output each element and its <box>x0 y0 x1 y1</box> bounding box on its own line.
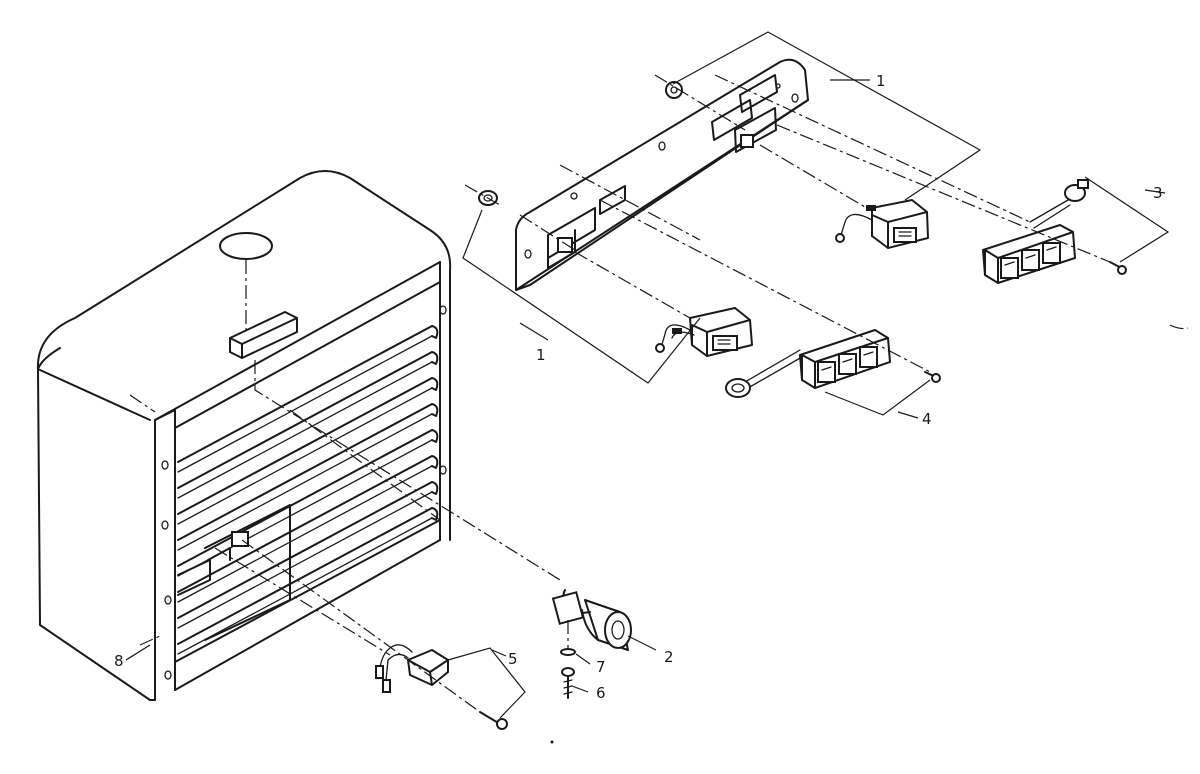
fin-lower-edge <box>177 387 433 525</box>
fin-bend <box>431 429 439 443</box>
fin-bend <box>431 325 439 339</box>
callout-1-lower: 1 <box>536 346 546 364</box>
callout-6: 6 <box>596 684 606 702</box>
fin-lower-edge <box>177 491 433 629</box>
screw-6 <box>561 667 575 699</box>
fin-bend <box>431 351 439 365</box>
callout-7: 7 <box>596 658 606 676</box>
fin-edge <box>177 429 433 567</box>
callout-brackets <box>125 31 1170 719</box>
callout-labels: 1 1 2 3 4 5 6 7 8 <box>114 72 1163 702</box>
panel-nut-right <box>665 81 683 99</box>
callout-2: 2 <box>664 648 674 666</box>
callout-1-upper: 1 <box>876 72 886 90</box>
fin-edge <box>177 507 433 645</box>
fin-bend <box>431 455 439 469</box>
callout-8: 8 <box>114 652 124 670</box>
door-switch <box>375 644 508 730</box>
frame-holes <box>161 305 447 680</box>
rocker-switch-right <box>835 199 929 249</box>
thermostat-switch-3 <box>982 179 1127 284</box>
fin-lower-edge <box>177 361 433 499</box>
fin-bend <box>431 481 439 495</box>
fin-lower-edge <box>177 413 433 551</box>
fin-lower-edge <box>177 335 433 473</box>
fin-bend <box>431 377 439 391</box>
callout-4: 4 <box>922 410 932 428</box>
rocker-switch-left <box>655 307 753 357</box>
fin-edge <box>177 481 433 619</box>
fin-lower-edge <box>177 465 433 603</box>
fin-edge <box>177 403 433 541</box>
fin-bend <box>431 403 439 417</box>
cabinet-housing <box>36 170 452 701</box>
control-panel <box>515 58 809 291</box>
leader-lines <box>129 74 1189 713</box>
fin-edge <box>177 325 433 463</box>
thermostat-switch-4 <box>725 329 941 398</box>
fin-edge <box>177 351 433 489</box>
fin-edge <box>177 377 433 515</box>
callout-5: 5 <box>508 650 518 668</box>
callout-3: 3 <box>1153 184 1163 202</box>
fin-edge <box>177 455 433 593</box>
switch-mount-cutout <box>177 504 291 641</box>
buzzer-horn <box>551 589 632 651</box>
fin-bend <box>431 507 439 521</box>
